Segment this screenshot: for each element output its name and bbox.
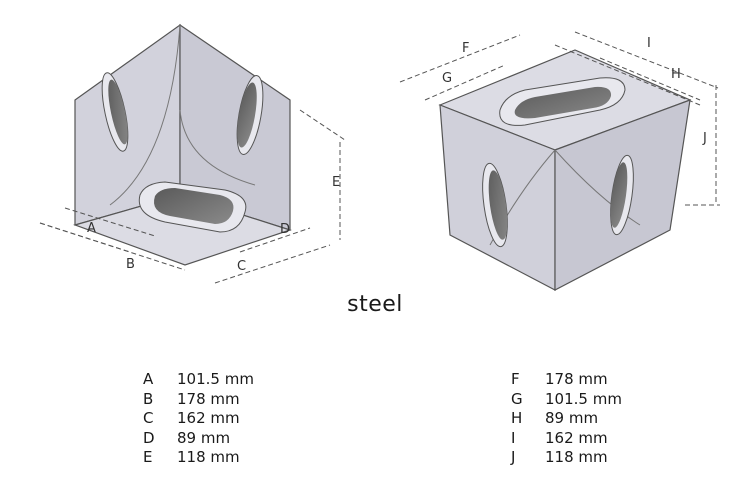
dim-label-b: B: [126, 257, 135, 272]
dim-label-h: H: [671, 67, 681, 82]
material-caption: steel: [347, 292, 403, 317]
left-corner-casting: A B C D E: [39, 23, 346, 284]
corner-casting-drawings: A B C D E F G H I J: [39, 23, 720, 291]
dim-label-d: D: [280, 222, 290, 237]
dim-label-i: I: [647, 36, 651, 51]
dim-label-c: C: [237, 259, 246, 274]
dim-label-g: G: [442, 71, 452, 86]
left-casting-fillet-curve: [109, 24, 256, 206]
dim-label-j: J: [702, 131, 707, 146]
dim-label-f: F: [462, 41, 469, 56]
right-corner-casting: F G H I J: [399, 31, 720, 291]
dim-label-a: A: [87, 221, 96, 236]
dim-label-e: E: [332, 175, 340, 190]
